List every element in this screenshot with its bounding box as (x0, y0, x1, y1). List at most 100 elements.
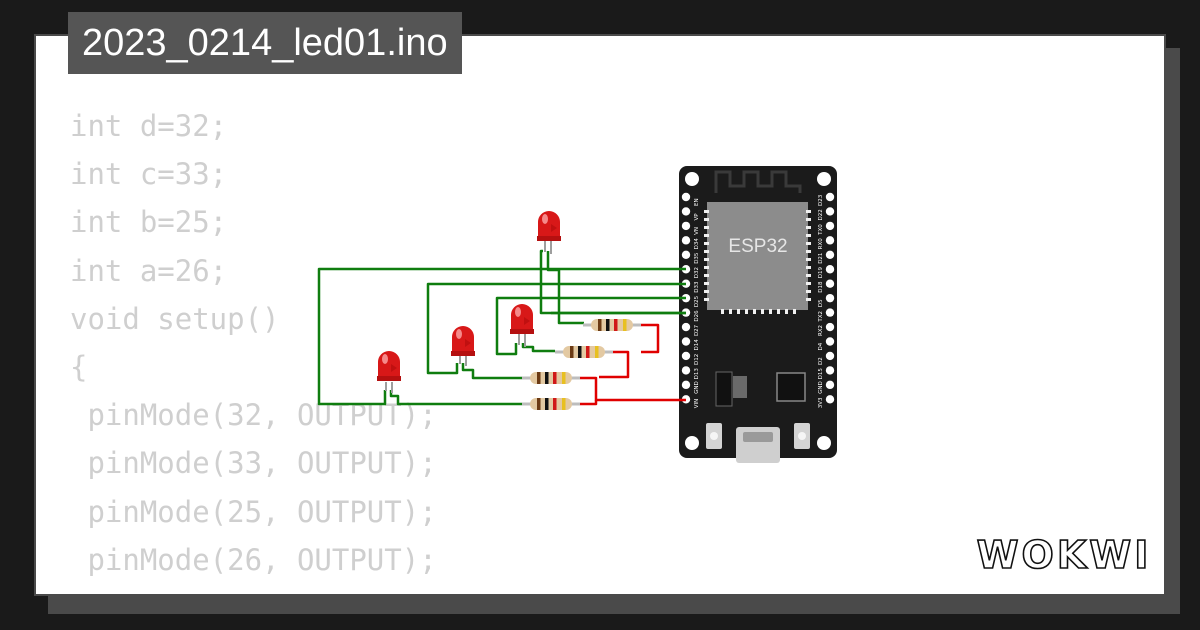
pin-tx0[interactable] (825, 221, 835, 231)
pin-label: VN (694, 227, 700, 235)
module-pad (753, 309, 756, 314)
chip-label: ESP32 (728, 236, 787, 257)
pin-gnd[interactable] (825, 380, 835, 390)
pin-label: TX0 (818, 224, 824, 236)
pin-tx2[interactable] (825, 308, 835, 317)
module-pad (769, 309, 772, 314)
pin-en[interactable] (681, 192, 691, 202)
pin-d13[interactable] (681, 366, 691, 375)
pin-label: RX0 (818, 238, 824, 250)
module-pad (704, 298, 709, 301)
pin-label: D15 (818, 368, 824, 380)
pin-d12[interactable] (681, 351, 691, 361)
pin-vp[interactable] (681, 207, 691, 216)
pin-label: VIN (694, 399, 700, 409)
module-pad (806, 234, 811, 237)
module-pad (704, 210, 709, 213)
led-legs (385, 240, 552, 393)
pin-label: D21 (818, 253, 824, 264)
pin-label: GND (818, 381, 824, 394)
module-pad (785, 309, 788, 314)
resistor-4 (522, 398, 580, 410)
pin-d5[interactable] (825, 293, 835, 303)
pin-d19[interactable] (825, 265, 835, 274)
module-pad (704, 266, 709, 269)
preview-card: int d=32;int c=33;int b=25;int a=26;void… (34, 34, 1166, 596)
pin-d2[interactable] (825, 351, 835, 361)
led-d33 (510, 304, 534, 334)
pin-rx0[interactable] (825, 236, 835, 245)
pin-d21[interactable] (825, 250, 835, 259)
pin-d14[interactable] (681, 337, 691, 346)
project-title: 2023_0214_led01.ino (68, 12, 462, 74)
pin-d34[interactable] (681, 236, 691, 245)
module-pad (806, 258, 811, 261)
esp32-module (707, 202, 808, 310)
pin-label: D19 (818, 267, 824, 279)
module-pad (806, 242, 811, 245)
module-pad (704, 242, 709, 245)
module-pad (806, 274, 811, 277)
pin-label: EN (694, 198, 700, 206)
pin-rx2[interactable] (825, 322, 835, 332)
pin-d27[interactable] (681, 322, 691, 332)
svg-text:WOKWI: WOKWI (977, 533, 1152, 577)
module-pad (806, 210, 811, 213)
pin-gnd[interactable] (681, 380, 691, 390)
pin-d35[interactable] (681, 250, 691, 259)
pin-label: D2 (818, 357, 824, 365)
resistor-3 (522, 372, 580, 384)
code-line: int b=25; (70, 205, 228, 240)
module-pad (806, 298, 811, 301)
esp32-board: ESP32 ENVPVND34D35D32D33D25D26D27D14D12D… (679, 166, 837, 463)
pin-label: D35 (694, 252, 700, 264)
pin-label: D4 (818, 342, 824, 350)
pin-d22[interactable] (825, 207, 835, 216)
code-line: pinMode(26, OUTPUT); (70, 542, 437, 577)
pin-d15[interactable] (825, 366, 835, 375)
pin-label: GND (694, 381, 700, 394)
ground-wires (580, 323, 686, 406)
code-line: int c=33; (70, 157, 228, 192)
resistor-1 (583, 319, 641, 331)
resistor-2 (555, 346, 613, 358)
code-line: int d=32; (70, 109, 228, 143)
module-pad (806, 250, 811, 253)
module-pad (704, 226, 709, 229)
pin-d23[interactable] (825, 192, 835, 202)
signal-wires (317, 249, 686, 406)
module-pad (777, 309, 780, 314)
pin-label: RX2 (818, 325, 824, 336)
pin-label: D26 (694, 310, 700, 322)
pin-vn[interactable] (681, 221, 691, 231)
led-d25 (451, 326, 475, 356)
pin-label: D13 (694, 368, 700, 380)
module-pad (806, 218, 811, 221)
pin-label: D22 (818, 209, 824, 220)
module-pad (806, 282, 811, 285)
pin-label: D18 (818, 281, 824, 293)
module-pad (806, 266, 811, 269)
pin-label: D27 (694, 324, 700, 336)
usb-chip (776, 372, 806, 402)
pin-label: VP (694, 213, 700, 221)
module-pad (806, 290, 811, 293)
wokwi-logo: WOKWI (976, 532, 1152, 578)
pin-3v3[interactable] (825, 395, 835, 404)
pin-label: D32 (694, 267, 700, 278)
module-pad (704, 290, 709, 293)
pin-label: D23 (818, 194, 824, 206)
code-line: } (70, 584, 437, 594)
pin-label: D33 (694, 281, 700, 293)
pin-label: TX2 (818, 311, 824, 323)
module-pad (704, 234, 709, 237)
module-pad (704, 250, 709, 253)
module-pad (737, 309, 740, 314)
pin-label: D5 (818, 299, 824, 307)
pin-d4[interactable] (825, 337, 835, 346)
module-pad (704, 258, 709, 261)
pin-d18[interactable] (825, 279, 835, 288)
module-pad (761, 309, 764, 314)
module-pad (806, 226, 811, 229)
